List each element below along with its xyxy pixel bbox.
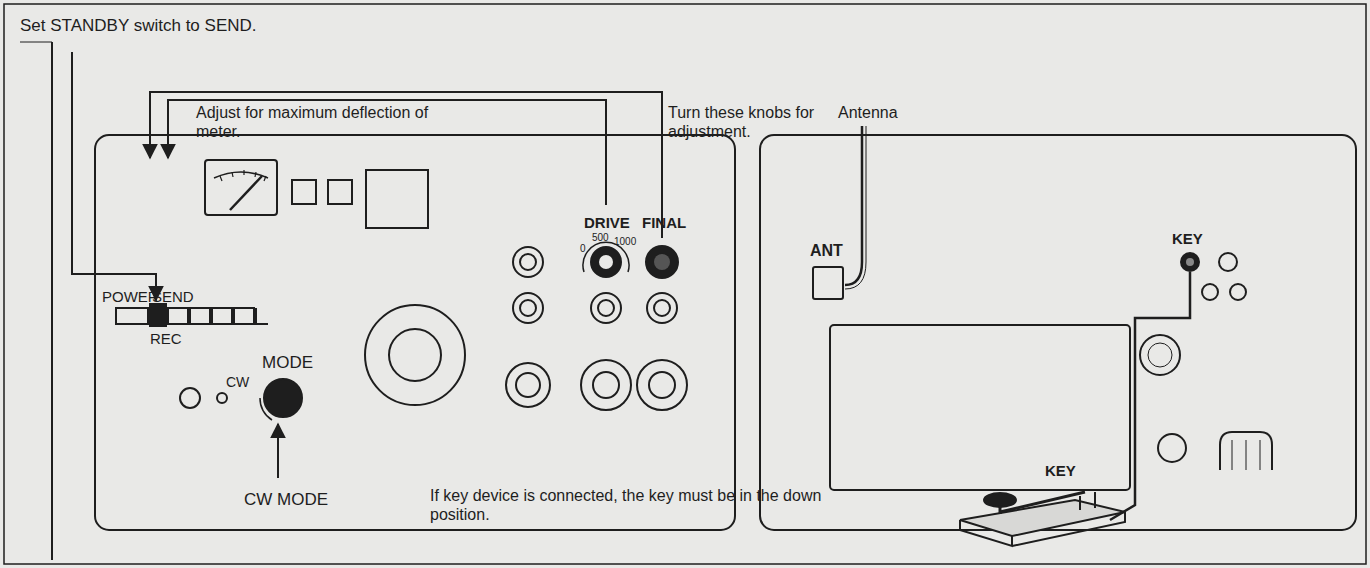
callout-label: 0 <box>580 243 586 255</box>
callout-label: FINAL <box>642 214 686 232</box>
callout-label: 500 <box>592 232 609 244</box>
callout-label: Turn these knobs for adjustment. <box>668 103 828 141</box>
socket-label: ANT <box>810 242 844 260</box>
callout-label: DRIVE <box>584 214 630 232</box>
callout-label: CW MODE <box>244 490 328 510</box>
callout-label: Antenna <box>838 103 898 122</box>
callout-label: KEY <box>1045 462 1076 480</box>
callout-label: CW <box>226 374 249 391</box>
socket-outline <box>812 266 844 300</box>
callout-label: POWER <box>102 288 159 306</box>
callout-label: Set STANDBY switch to SEND. <box>20 16 257 36</box>
callout-label: If key device is connected, the key must… <box>430 486 830 524</box>
callout-label: REC <box>150 330 182 348</box>
callout-label: KEY <box>1172 230 1203 248</box>
callout-label: Adjust for maximum deflection of meter. <box>196 103 446 141</box>
callout-label: MODE <box>262 353 313 373</box>
callout-label: 1000 <box>614 236 636 248</box>
callout-label: SEND <box>152 288 194 306</box>
antenna-socket: ANT <box>810 242 844 300</box>
